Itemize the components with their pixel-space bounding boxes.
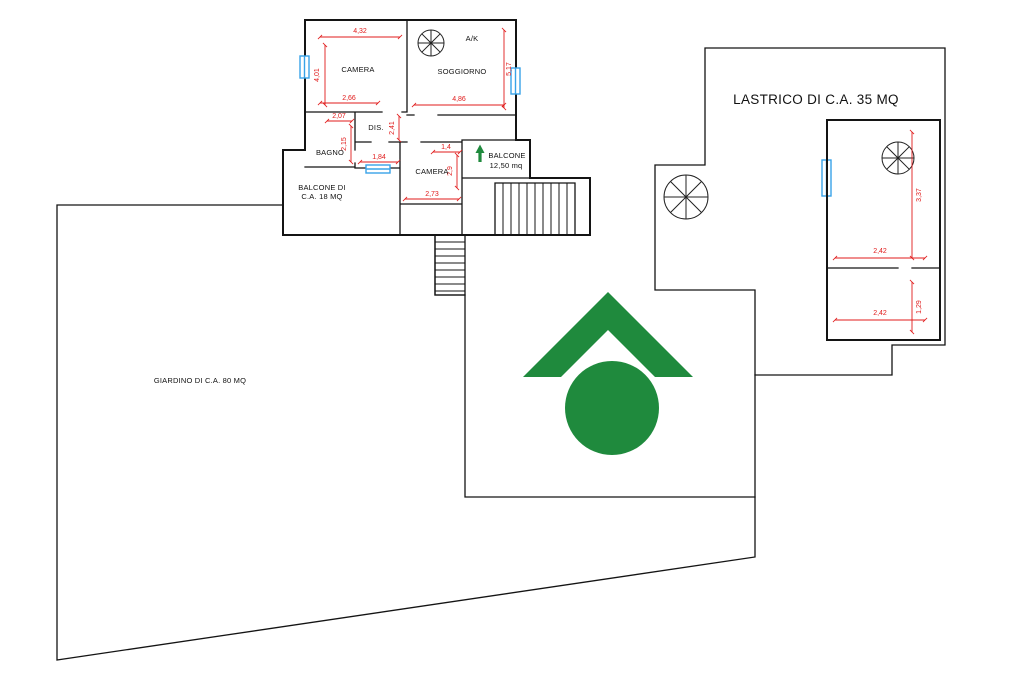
room-labels: CAMERA SOGGIORNO A/K DIS. BAGNO CAMERA B… xyxy=(154,34,899,385)
terrace-title: LASTRICO DI C.A. 35 MQ xyxy=(733,92,899,107)
dim-2-15: 2,15 xyxy=(341,137,348,151)
spiral-stair-steps-icon xyxy=(664,175,708,219)
dim-2-9: 2,9 xyxy=(447,166,454,176)
dimension-lines xyxy=(317,27,928,335)
up-arrow-stem xyxy=(478,152,482,162)
terrace-perimeter xyxy=(654,47,946,376)
dim-4-32: 4,32 xyxy=(353,28,367,35)
dim-2-73: 2,73 xyxy=(425,191,439,198)
garden-label: GIARDINO DI C.A. 80 MQ xyxy=(154,376,246,385)
apartment-plan xyxy=(282,19,591,296)
up-arrow-icon xyxy=(475,144,485,153)
plan-symbols xyxy=(417,29,915,220)
stairs-lower-treads xyxy=(435,241,465,292)
terrace-plan xyxy=(654,47,946,376)
logo-roof-icon xyxy=(523,292,693,377)
room-label-ak: A/K xyxy=(466,34,479,43)
logo-circle-icon xyxy=(565,361,659,455)
room-label-balcone18-line1: BALCONE DI xyxy=(298,183,345,192)
agency-logo-watermark xyxy=(523,292,693,455)
stairs-lower-outline xyxy=(434,234,466,296)
dim-2-07: 2,07 xyxy=(332,113,346,120)
room-label-balcone-size: 12,50 mq xyxy=(490,161,523,170)
dim-1-29: 1,29 xyxy=(916,300,923,314)
dimension-labels: 4,32 4,01 2,66 5,17 4,86 2,07 2,15 2,41 … xyxy=(314,28,923,317)
room-label-balcone: BALCONE xyxy=(488,151,525,160)
dim-2-66: 2,66 xyxy=(342,95,356,102)
fan-blades-icon xyxy=(882,142,914,174)
dim-1-4: 1,4 xyxy=(441,144,451,151)
room-label-soggiorno: SOGGIORNO xyxy=(438,67,487,76)
dim-2-42-lower: 2,42 xyxy=(873,310,887,317)
room-label-balcone18-line2: C.A. 18 MQ xyxy=(301,192,342,201)
room-label-camera-2: CAMERA xyxy=(415,167,448,176)
dim-4-01: 4,01 xyxy=(314,68,321,82)
room-label-camera-1: CAMERA xyxy=(341,65,374,74)
stairs-upper-treads xyxy=(502,183,568,235)
dim-4-86: 4,86 xyxy=(452,96,466,103)
fan-blades-icon xyxy=(418,30,444,56)
apartment-perimeter xyxy=(282,19,591,236)
entrance-arrow xyxy=(475,144,485,162)
terrace-inner-walls xyxy=(826,119,941,341)
dim-2-41: 2,41 xyxy=(389,121,396,135)
room-label-dis: DIS. xyxy=(368,123,383,132)
dim-1-84: 1,84 xyxy=(372,154,386,161)
dim-3-37: 3,37 xyxy=(916,188,923,202)
dim-5-17: 5,17 xyxy=(506,62,513,76)
room-label-bagno: BAGNO xyxy=(316,148,344,157)
dim-2-42-upper: 2,42 xyxy=(873,248,887,255)
